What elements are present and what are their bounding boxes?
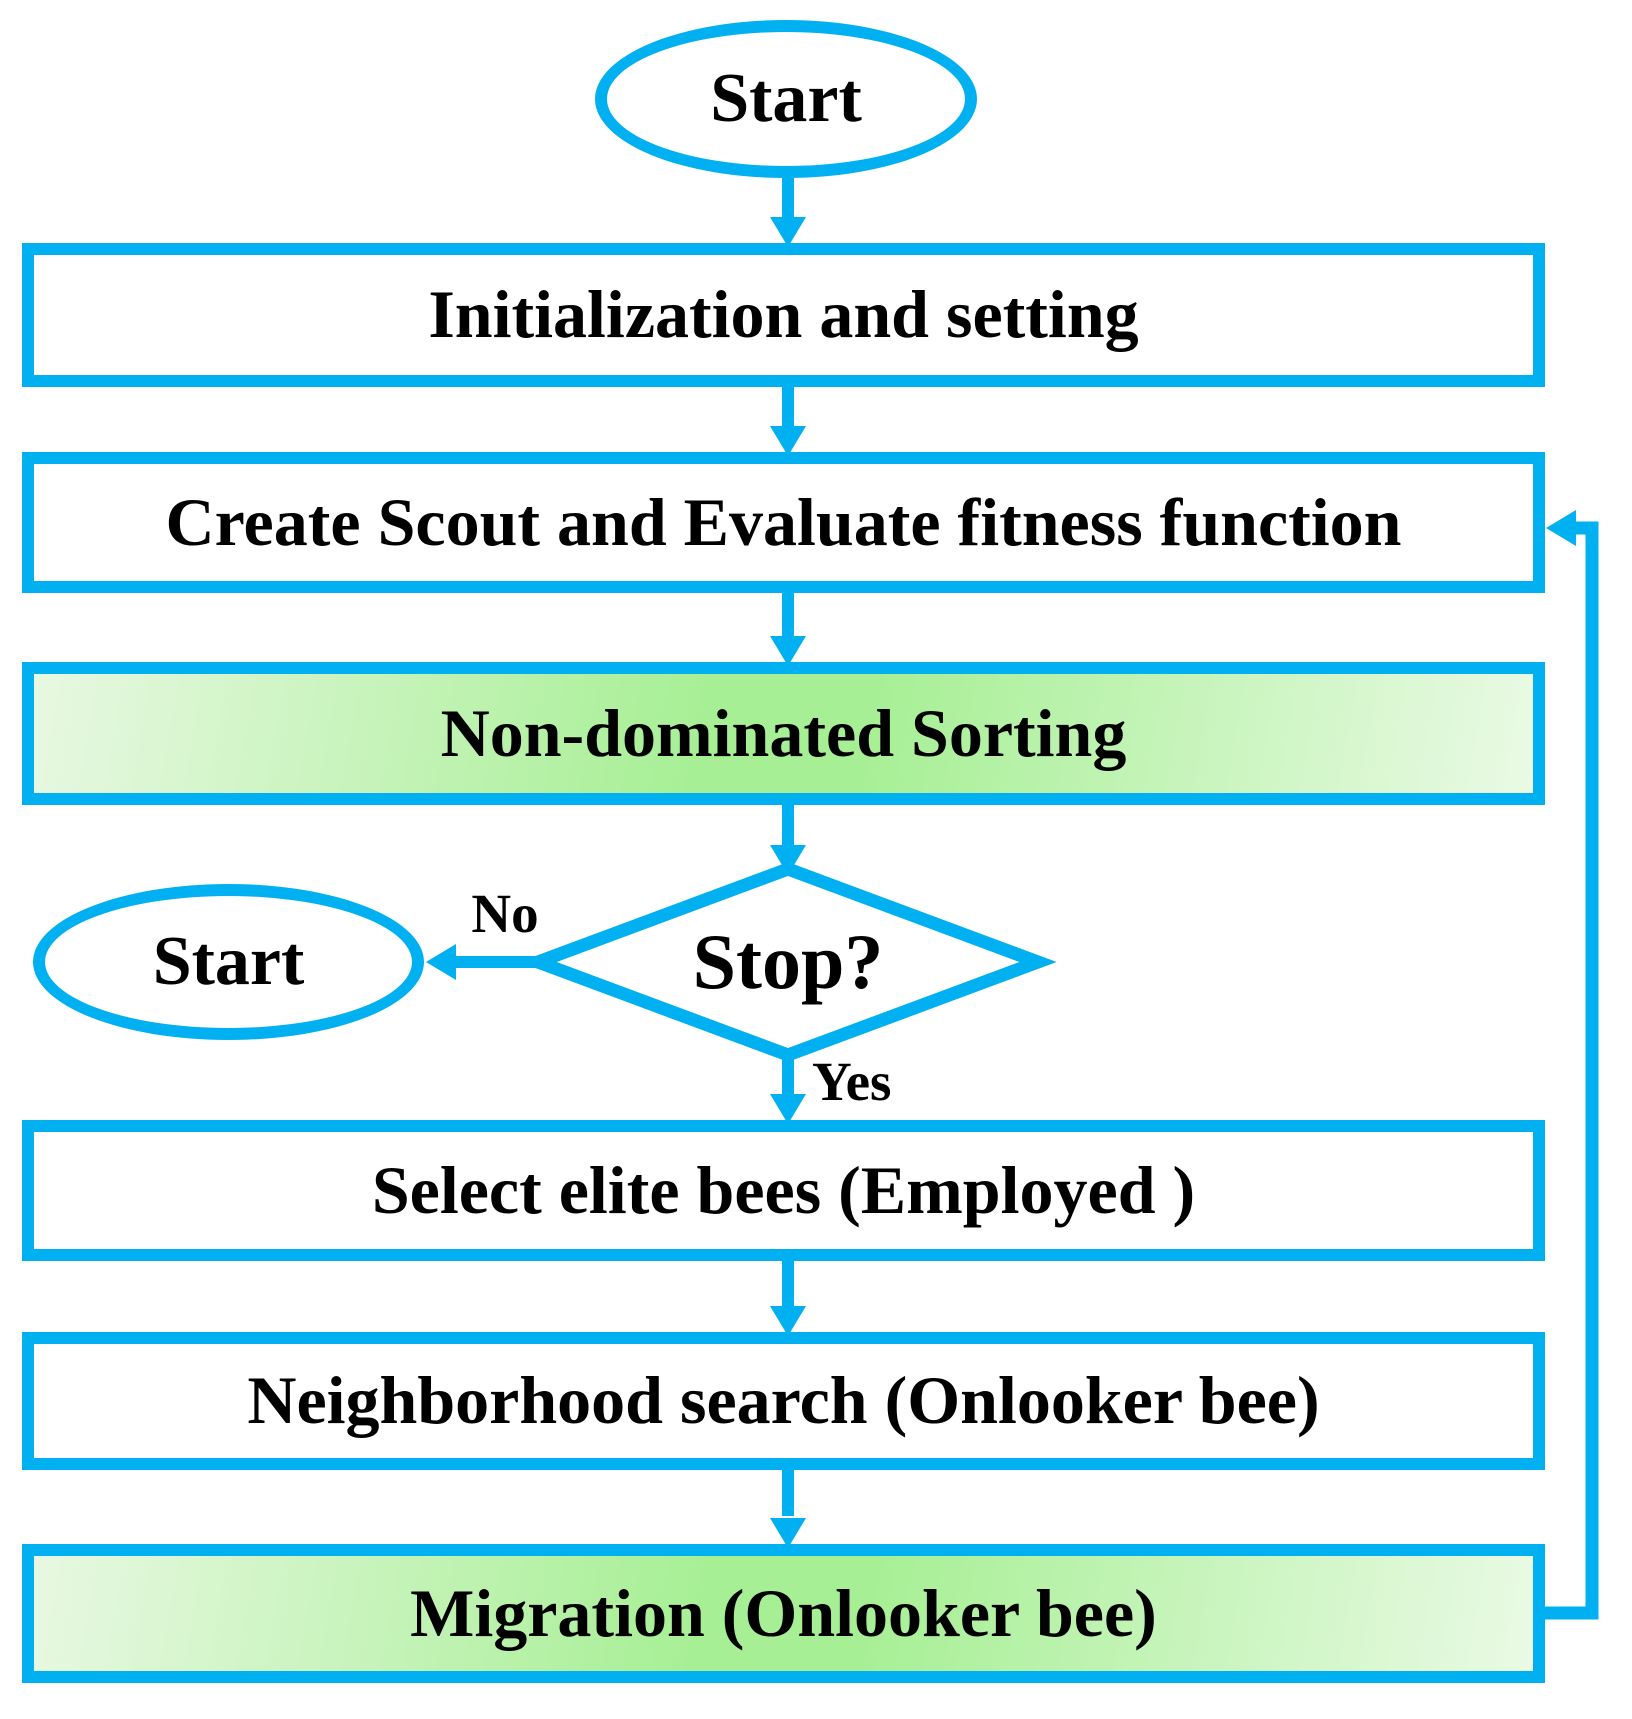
node-neighborhood-search-label: Neighborhood search (Onlooker bee) [247, 1362, 1320, 1439]
node-select-elite-label: Select elite bees (Employed ) [371, 1151, 1196, 1228]
node-initialization: Initialization and setting [22, 243, 1545, 387]
node-create-scout: Create Scout and Evaluate fitness functi… [22, 452, 1545, 593]
edge-label-no: No [471, 882, 539, 944]
node-start-top-label: Start [710, 60, 862, 138]
arrow-stop-to-start-no [426, 944, 543, 980]
edge-label-yes: Yes [812, 1050, 892, 1112]
arrow-sorting-to-stop [770, 803, 806, 875]
arrow-neighborhood-to-migration [770, 1468, 806, 1548]
node-select-elite: Select elite bees (Employed ) [22, 1120, 1545, 1261]
node-migration-label: Migration (Onlooker bee) [410, 1574, 1157, 1651]
node-start-top: Start [595, 20, 977, 178]
arrow-select-elite-to-neighborhood [770, 1259, 806, 1336]
arrow-initialization-to-create-scout [770, 385, 806, 456]
arrow-create-scout-to-sorting [770, 591, 806, 666]
arrow-start-to-initialization [770, 170, 806, 247]
node-create-scout-label: Create Scout and Evaluate fitness functi… [165, 483, 1402, 560]
node-initialization-label: Initialization and setting [428, 276, 1139, 353]
node-migration: Migration (Onlooker bee) [22, 1544, 1545, 1683]
loop-migration-to-create-scout [1542, 510, 1599, 1620]
arrow-stop-to-select-elite [770, 1051, 806, 1124]
node-stop-label: Stop? [692, 918, 884, 1006]
node-non-dominated-sorting-label: Non-dominated Sorting [440, 694, 1127, 771]
node-non-dominated-sorting: Non-dominated Sorting [22, 662, 1545, 805]
node-neighborhood-search: Neighborhood search (Onlooker bee) [22, 1332, 1545, 1470]
node-start-no: Start [33, 884, 424, 1040]
node-start-no-label: Start [152, 923, 305, 1001]
